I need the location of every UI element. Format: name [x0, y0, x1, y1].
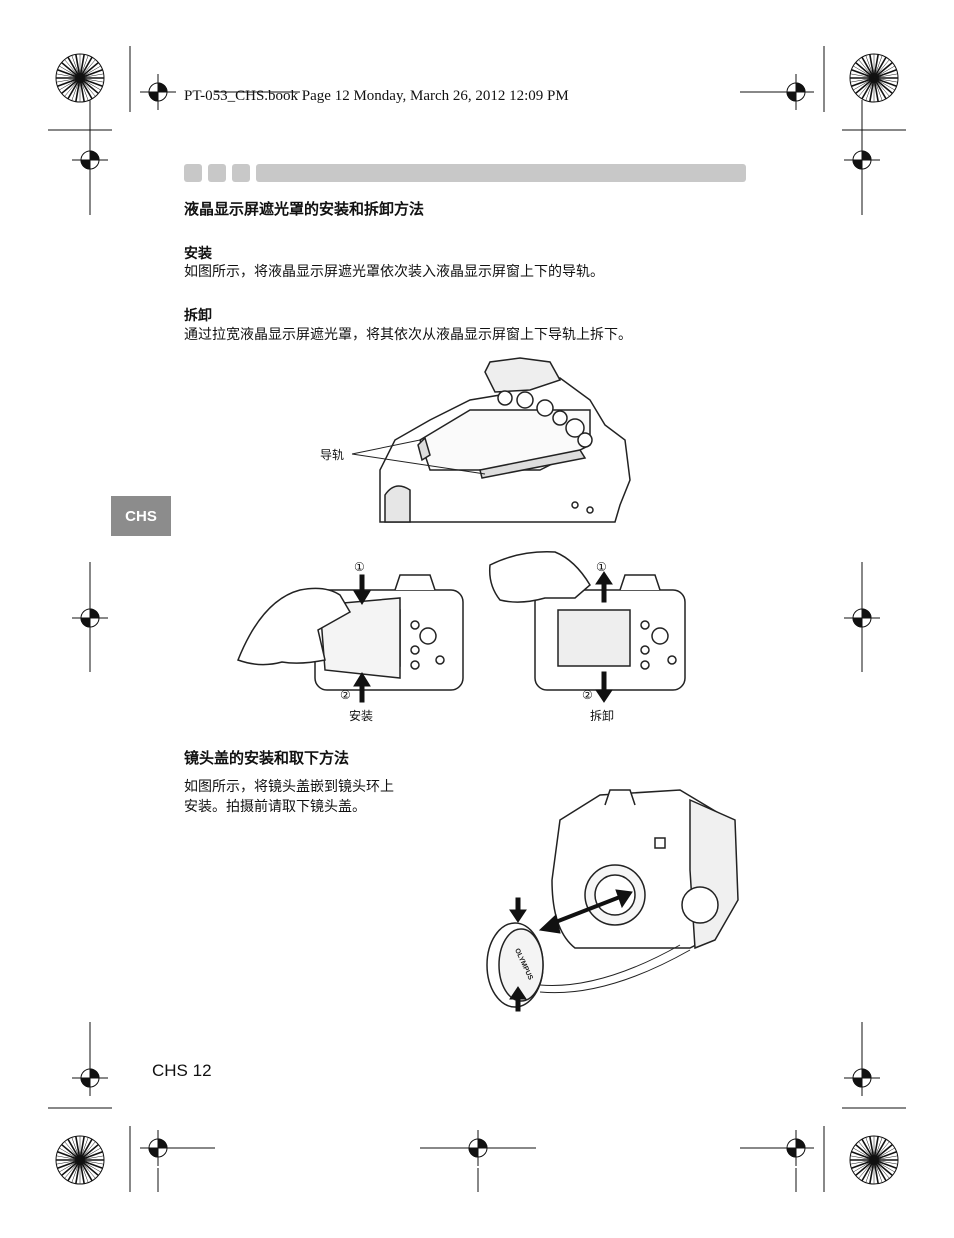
star-ray — [873, 1159, 897, 1169]
star-ray — [67, 1159, 81, 1182]
star-ray — [57, 77, 81, 87]
star-ray — [79, 1159, 93, 1182]
left-step2-marker: ② — [340, 688, 351, 702]
star-ray — [61, 77, 81, 95]
star-ray — [851, 69, 875, 79]
decor-square — [232, 164, 250, 182]
star-ray — [67, 1138, 81, 1161]
star-ray — [79, 56, 93, 79]
star-ray — [873, 77, 887, 100]
star-ray — [873, 77, 897, 87]
star-ray — [873, 54, 879, 79]
star-ray — [79, 1159, 99, 1177]
star-ray — [67, 56, 81, 79]
decor-square — [208, 164, 226, 182]
star-ray — [79, 69, 103, 79]
star-ray — [873, 1138, 887, 1161]
star-ray — [873, 77, 879, 102]
remove-text: 通过拉宽液晶显示屏遮光罩，将其依次从液晶显示屏窗上下导轨上拆下。 — [184, 327, 632, 343]
star-ray — [79, 1159, 85, 1184]
star-ray — [75, 54, 81, 79]
star-ray — [855, 61, 875, 79]
install-caption: 安装 — [349, 709, 374, 723]
star-ray — [79, 73, 104, 79]
star-ray — [851, 1151, 875, 1161]
star-ray — [79, 1138, 93, 1161]
star-ray — [873, 1136, 879, 1161]
remove-heading: 拆卸 — [184, 308, 212, 324]
star-ray — [873, 1159, 893, 1177]
star-ray — [861, 1159, 875, 1182]
left-step1-marker: ① — [354, 560, 365, 574]
star-ray — [75, 1136, 81, 1161]
decor-square — [184, 164, 202, 182]
page-number: CHS 12 — [152, 1061, 212, 1080]
star-ray — [57, 69, 81, 79]
star-ray — [873, 1151, 897, 1161]
star-ray — [79, 77, 103, 87]
star-ray — [869, 54, 875, 79]
star-ray — [79, 61, 99, 79]
star-ray — [861, 56, 875, 79]
star-ray — [873, 73, 898, 79]
install-text: 如图所示，将液晶显示屏遮光罩依次装入液晶显示屏窗上下的导轨。 — [184, 264, 604, 280]
star-ray — [861, 77, 875, 100]
lens-cap-text-line1: 如图所示，将镜头盖嵌到镜头环上 — [184, 779, 394, 795]
install-heading: 安装 — [184, 246, 212, 262]
section1-title: 液晶显示屏遮光罩的安装和拆卸方法 — [184, 200, 425, 218]
right-step1-marker: ① — [596, 560, 607, 574]
star-ray — [61, 61, 81, 79]
decor-long-bar — [256, 164, 746, 182]
star-ray — [61, 1159, 81, 1177]
star-ray — [67, 77, 81, 100]
star-ray — [869, 1136, 875, 1161]
remove-caption: 拆卸 — [590, 709, 615, 723]
star-ray — [869, 1159, 875, 1184]
star-ray — [873, 1159, 887, 1182]
star-ray — [79, 1143, 99, 1161]
language-side-tab: CHS — [111, 496, 171, 536]
book-header-line: PT-053_CHS.book Page 12 Monday, March 26… — [184, 88, 569, 104]
star-ray — [855, 1159, 875, 1177]
star-ray — [79, 1155, 104, 1161]
star-ray — [79, 1159, 103, 1169]
star-ray — [873, 61, 893, 79]
star-ray — [873, 56, 887, 79]
star-ray — [873, 1155, 898, 1161]
star-ray — [79, 77, 85, 102]
star-ray — [873, 1159, 879, 1184]
star-ray — [873, 69, 897, 79]
star-ray — [855, 77, 875, 95]
star-ray — [851, 77, 875, 87]
star-ray — [75, 77, 81, 102]
section-decor-bar — [184, 164, 746, 182]
star-ray — [873, 77, 893, 95]
star-ray — [57, 1159, 81, 1169]
star-ray — [57, 1151, 81, 1161]
star-ray — [79, 77, 99, 95]
star-ray — [79, 1136, 85, 1161]
star-ray — [75, 1159, 81, 1184]
star-ray — [873, 1143, 893, 1161]
right-step2-marker: ② — [582, 688, 593, 702]
lens-cap-text-line2: 安装。拍摄前请取下镜头盖。 — [184, 799, 366, 815]
star-ray — [851, 1159, 875, 1169]
star-ray — [61, 1143, 81, 1161]
star-ray — [861, 1138, 875, 1161]
star-ray — [79, 54, 85, 79]
rail-label: 导轨 — [320, 448, 345, 462]
section2-title: 镜头盖的安装和取下方法 — [184, 749, 350, 767]
star-ray — [869, 77, 875, 102]
star-ray — [855, 1143, 875, 1161]
star-ray — [79, 1151, 103, 1161]
star-ray — [79, 77, 93, 100]
